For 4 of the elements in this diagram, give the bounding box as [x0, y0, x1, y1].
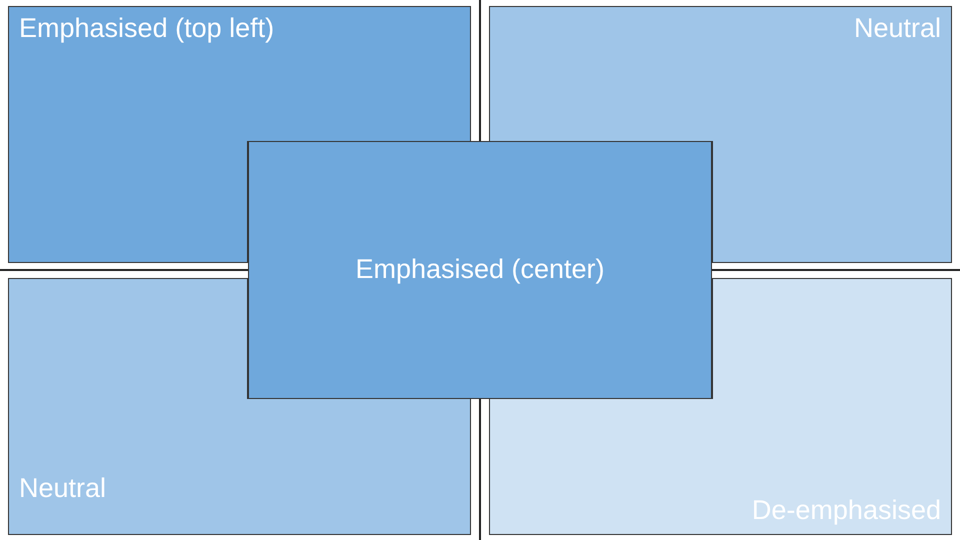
- panel-label: Neutral: [854, 13, 941, 44]
- panel-label: Emphasised (top left): [19, 13, 274, 44]
- panel-label: Neutral: [19, 472, 106, 504]
- panel-label: Emphasised (center): [355, 254, 605, 286]
